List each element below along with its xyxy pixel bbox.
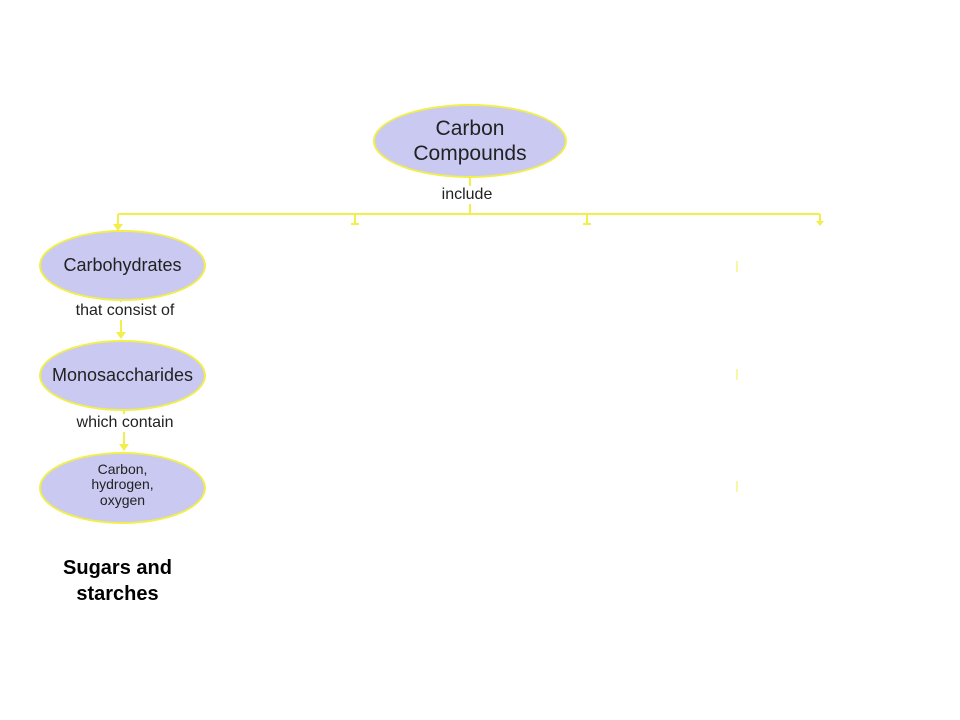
arrow-drop-4 [816, 221, 824, 226]
node-monosaccharides: Monosaccharides [39, 340, 206, 411]
arrow-to-elements [119, 444, 129, 451]
node-elements: Carbon, hydrogen, oxygen [39, 452, 206, 524]
node-carbon-compounds: Carbon Compounds [373, 104, 567, 178]
node-carbon-compounds-label: Carbon Compounds [413, 116, 527, 165]
link-label-contain: which contain [60, 414, 190, 432]
node-carbohydrates-label: Carbohydrates [63, 254, 182, 275]
node-carbohydrates: Carbohydrates [39, 230, 206, 301]
node-monosaccharides-label: Monosaccharides [51, 364, 194, 385]
node-elements-label: Carbon, hydrogen, oxygen [91, 460, 154, 508]
link-label-include: include [432, 186, 502, 204]
caption-sugars-starches: Sugars and starches [63, 557, 172, 605]
arrow-to-carbohydrates [113, 224, 123, 231]
arrow-to-monosaccharides [116, 332, 126, 339]
link-label-consist-of: that consist of [60, 302, 190, 320]
